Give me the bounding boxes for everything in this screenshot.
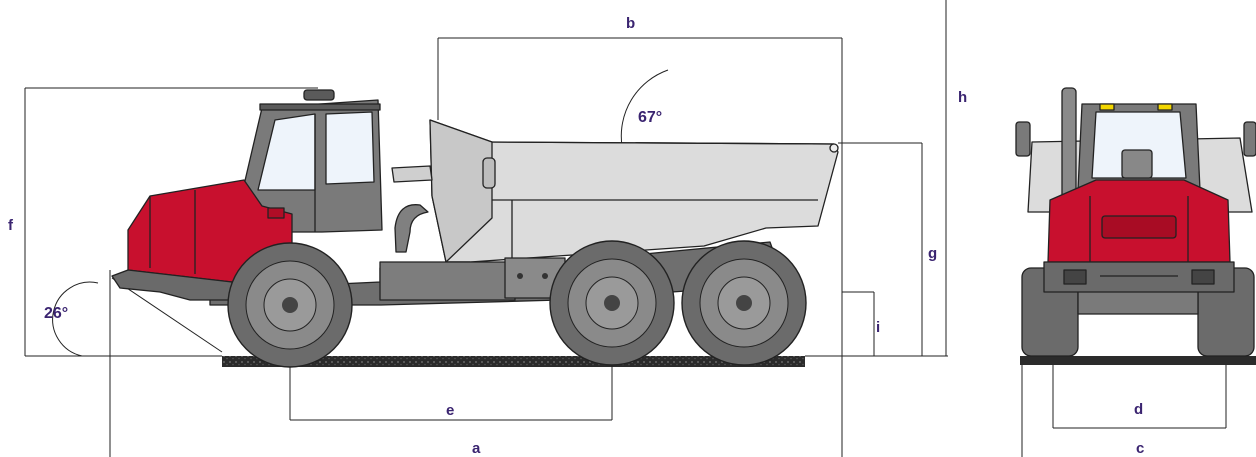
front-wheel — [227, 242, 353, 368]
middle-wheel — [549, 240, 675, 366]
dimension-lines-side — [24, 0, 948, 457]
label-i: i — [876, 319, 880, 336]
label-dump-angle: 67° — [638, 109, 662, 126]
right-mirror-icon — [1243, 121, 1256, 157]
left-mirror-icon — [1015, 121, 1031, 157]
label-f: f — [8, 217, 14, 234]
label-a: a — [472, 440, 481, 457]
front-view: d c — [1015, 87, 1256, 457]
label-b: b — [626, 15, 635, 32]
label-h: h — [958, 89, 967, 106]
side-view: b h f g i e a 67° 26° — [8, 0, 967, 457]
label-e: e — [446, 402, 454, 419]
dump-body — [391, 119, 839, 263]
label-g: g — [928, 245, 937, 262]
front-bumper — [111, 269, 233, 301]
label-d: d — [1134, 401, 1143, 418]
rear-wheel — [681, 240, 807, 366]
ground-front — [1020, 356, 1256, 365]
label-approach-angle: 26° — [44, 305, 68, 322]
dimension-lines-front — [1021, 365, 1227, 457]
ground-side — [222, 356, 805, 367]
label-c: c — [1136, 440, 1144, 457]
